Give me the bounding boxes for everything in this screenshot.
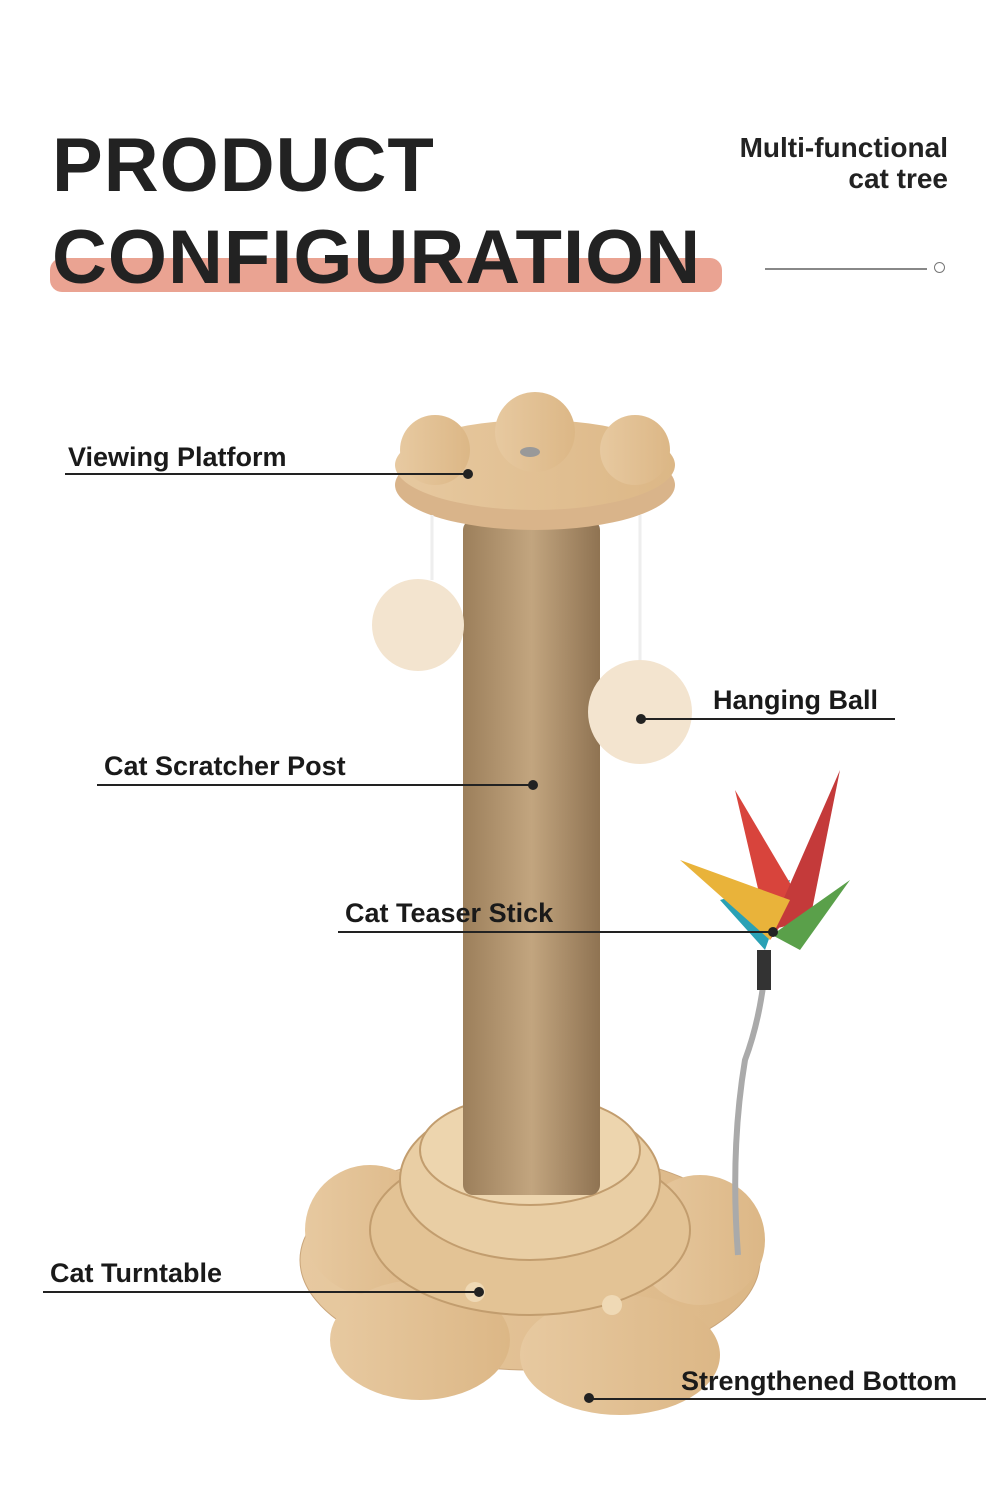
leader-dot bbox=[584, 1393, 594, 1403]
leader-dot bbox=[768, 927, 778, 937]
leader-line bbox=[43, 1291, 480, 1293]
leader-line bbox=[640, 718, 895, 720]
leader-line bbox=[65, 473, 467, 475]
leader-line bbox=[338, 931, 776, 933]
subtitle-line-2: cat tree bbox=[848, 163, 948, 194]
leader-line bbox=[588, 1398, 986, 1400]
viewing-platform bbox=[395, 392, 675, 530]
label-hanging-ball: Hanging Ball bbox=[713, 685, 879, 715]
label-bottom: Strengthened Bottom bbox=[681, 1366, 957, 1396]
cat-teaser-stick bbox=[680, 770, 850, 1256]
decor-circle bbox=[934, 262, 945, 273]
label-turntable: Cat Turntable bbox=[50, 1258, 223, 1288]
decor-line bbox=[765, 268, 927, 270]
label-scratcher-post: Cat Scratcher Post bbox=[104, 751, 346, 781]
subtitle: Multi-functional cat tree bbox=[740, 132, 948, 194]
scratcher-post bbox=[463, 520, 600, 1195]
leader-dot bbox=[463, 469, 473, 479]
title-highlight bbox=[50, 258, 722, 292]
leader-dot bbox=[528, 780, 538, 790]
label-viewing-platform: Viewing Platform bbox=[68, 442, 287, 472]
leader-dot bbox=[474, 1287, 484, 1297]
leader-dot bbox=[636, 714, 646, 724]
subtitle-line-1: Multi-functional bbox=[739, 132, 948, 163]
leader-line bbox=[97, 784, 534, 786]
title-line-2: CONFIGURATION bbox=[52, 215, 702, 300]
label-teaser-stick: Cat Teaser Stick bbox=[345, 898, 554, 928]
hanging-balls bbox=[372, 515, 692, 764]
title-line-1: PRODUCT bbox=[52, 123, 435, 208]
